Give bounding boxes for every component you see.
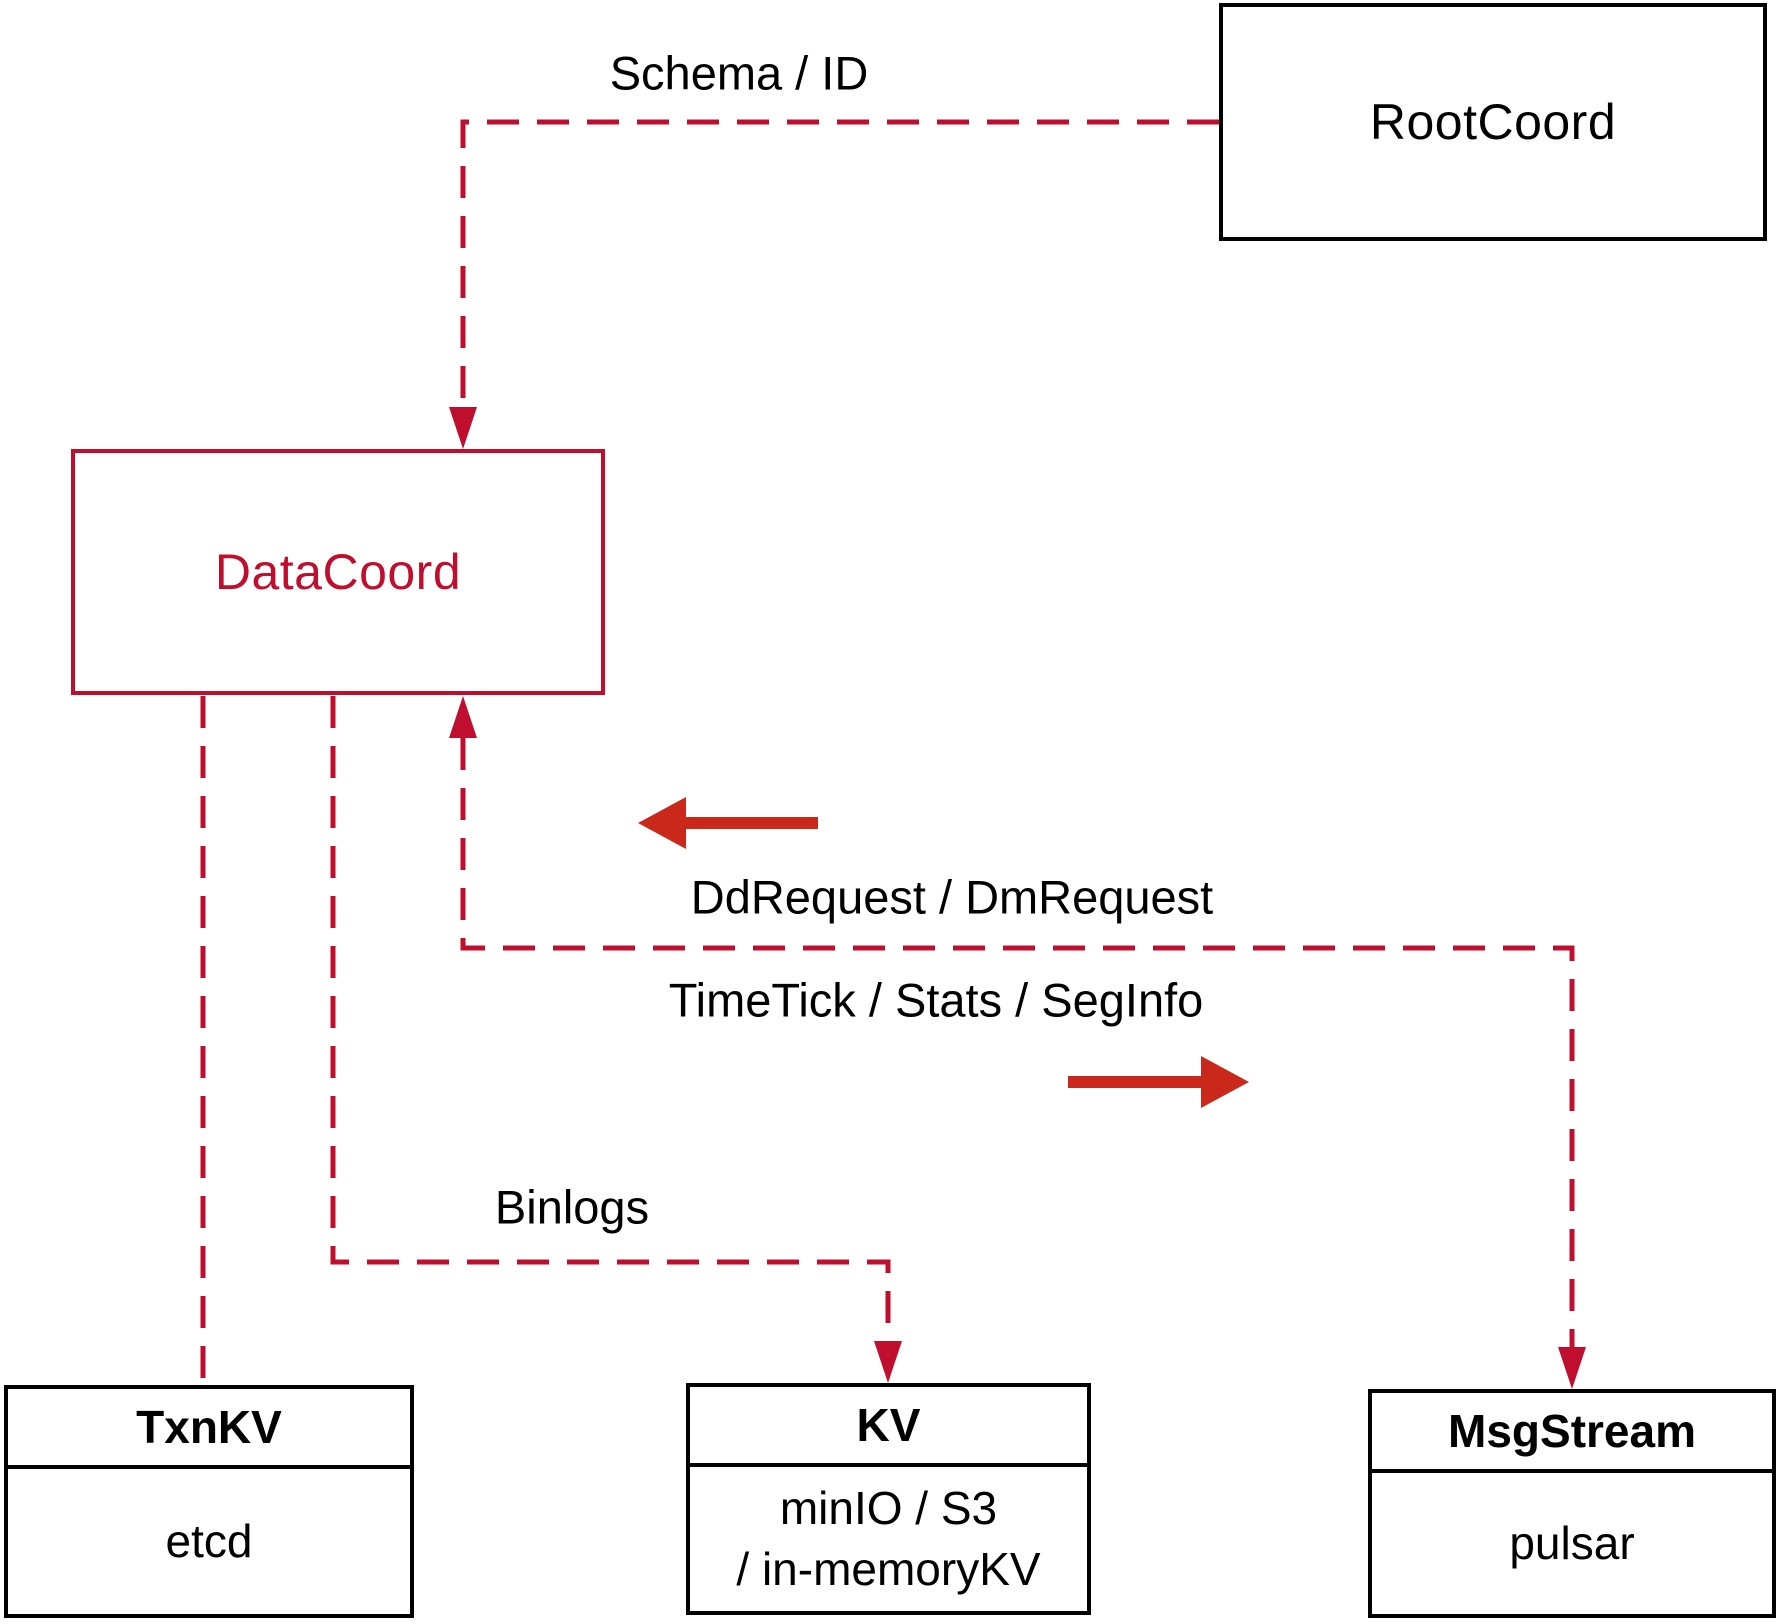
datacoord-up-arrowhead-icon xyxy=(449,696,477,738)
ddrequest-edge-label: DdRequest / DmRequest xyxy=(690,870,1214,924)
kv-node: KV minIO / S3 / in-memoryKV xyxy=(686,1383,1091,1615)
msgstream-body-label: pulsar xyxy=(1509,1517,1635,1570)
datacoord-label: DataCoord xyxy=(214,544,462,600)
binlogs-connector xyxy=(330,696,891,1341)
left-direction-arrow-icon xyxy=(638,797,818,849)
datacoord-node: DataCoord xyxy=(71,449,605,695)
rootcoord-label: RootCoord xyxy=(1369,94,1617,150)
schema-id-connector xyxy=(460,119,1219,407)
binlogs-edge-label: Binlogs xyxy=(494,1180,650,1234)
schema-id-arrowhead-icon xyxy=(449,407,477,449)
right-direction-arrow-icon xyxy=(1068,1056,1249,1108)
txnkv-body-label: etcd xyxy=(165,1515,253,1568)
kv-body-line2: / in-memoryKV xyxy=(736,1543,1041,1595)
msgstream-node: MsgStream pulsar xyxy=(1368,1389,1776,1618)
rootcoord-node: RootCoord xyxy=(1219,3,1767,241)
txnkv-node: TxnKV etcd xyxy=(4,1385,414,1618)
txnkv-header: TxnKV xyxy=(8,1389,410,1469)
timetick-edge-label: TimeTick / Stats / SegInfo xyxy=(668,973,1204,1027)
kv-body-line1: minIO / S3 xyxy=(779,1482,998,1535)
request-bus-connector xyxy=(460,738,1575,1347)
kv-header: KV xyxy=(690,1387,1087,1467)
msgstream-header: MsgStream xyxy=(1372,1393,1772,1473)
kv-down-arrowhead-icon xyxy=(874,1341,902,1383)
schema-id-edge-label: Schema / ID xyxy=(609,46,869,100)
msgstream-down-arrowhead-icon xyxy=(1558,1347,1586,1389)
